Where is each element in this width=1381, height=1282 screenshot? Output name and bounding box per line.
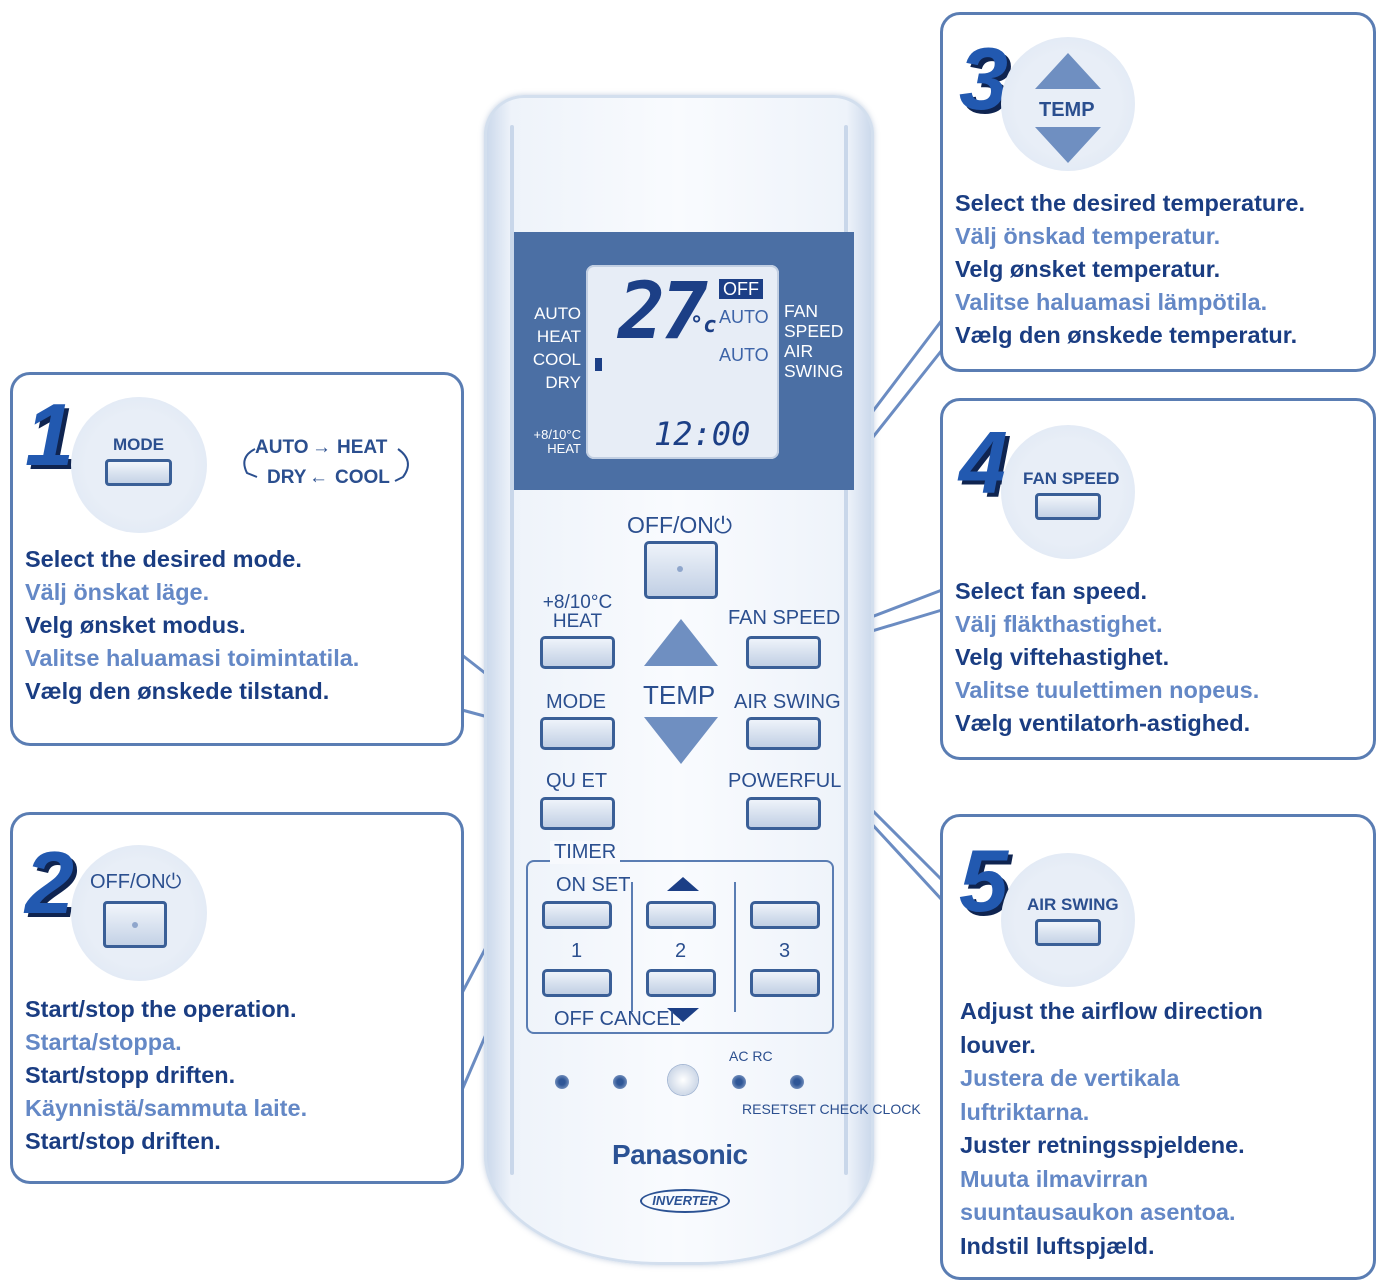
quiet-button[interactable] — [540, 797, 615, 830]
mode-cycle-arrow-1: → — [312, 437, 331, 458]
callout-air-swing: 5 AIR SWING Adjust the airflow direction… — [940, 814, 1376, 1280]
temp-down-button[interactable] — [644, 717, 718, 764]
temp-label: TEMP — [643, 680, 716, 710]
mode-indicator — [595, 358, 602, 371]
sensor-button[interactable] — [668, 1065, 698, 1095]
check-pinhole[interactable] — [732, 1075, 746, 1089]
off-on-button[interactable] — [644, 541, 718, 599]
set-pinhole[interactable] — [613, 1075, 627, 1089]
fan-speed-label: FAN SPEED — [728, 607, 841, 629]
temp-up-icon — [1035, 53, 1101, 89]
timer-on-set-button[interactable] — [542, 901, 612, 929]
timer-1-button[interactable] — [542, 969, 612, 997]
off-badge: OFF — [719, 279, 763, 299]
callout-mode-text: Select the desired mode. Välj önskat läg… — [25, 546, 360, 704]
callout-fan-speed-button-label: FAN SPEED — [1023, 469, 1120, 488]
callout-air-swing-text: Adjust the airflow direction louver. Jus… — [960, 998, 1263, 1259]
mode-heat-label: HEAT — [536, 327, 581, 346]
on-set-label: ON SET — [556, 874, 631, 896]
brand-logo: Panasonic — [612, 1139, 748, 1170]
mode-cool-label: COOL — [532, 350, 581, 369]
mode-cycle-cool: COOL — [335, 467, 390, 488]
mode-label: MODE — [546, 691, 606, 713]
callout-air-swing-button — [1035, 919, 1101, 946]
timer-2-button[interactable] — [646, 969, 716, 997]
mode-auto-label: AUTO — [534, 304, 581, 323]
timer-up-icon[interactable] — [667, 877, 699, 891]
callout-mode-button-label: MODE — [113, 435, 164, 454]
temperature-readout: 27 — [618, 267, 708, 357]
callout-air-swing-button-label: AIR SWING — [1027, 895, 1119, 914]
timer-3-button[interactable] — [750, 969, 820, 997]
mode-cycle-dry: DRY — [267, 467, 307, 488]
callout-fan-speed: 4 FAN SPEED Select fan speed. Välj fläkt… — [940, 398, 1376, 760]
ac-rc-label: AC RC — [729, 1048, 773, 1064]
callout-mode-button — [105, 459, 172, 486]
mode-cycle-arrows-icon — [243, 448, 409, 482]
callout-number-5: 5 — [959, 831, 1008, 930]
callout-temp-text: Select the desired temperature. Välj öns… — [955, 190, 1306, 348]
callout-off-on: 2 OFF/ON⏻ Start/stop the operation. Star… — [10, 812, 464, 1184]
quiet-label: QU ET — [546, 770, 608, 792]
mode-cycle-arrow-2: ← — [309, 467, 328, 488]
clock-pinhole[interactable] — [790, 1075, 804, 1089]
off-on-label: OFF/ON⏻ — [627, 512, 733, 538]
air-swing-label: AIR SWING — [734, 691, 841, 713]
callout-fan-speed-text: Select fan speed. Välj fläkthastighet. V… — [955, 578, 1260, 736]
callout-temp-button-label: TEMP — [1039, 99, 1095, 121]
air-swing-button[interactable] — [746, 717, 821, 750]
timer-3-label: 3 — [779, 940, 791, 962]
callout-fan-speed-button — [1035, 493, 1101, 520]
callout-temp: 3 TEMP Select the desired temperature. V… — [940, 12, 1376, 372]
callout-number-2: 2 — [25, 833, 74, 932]
fan-speed-button[interactable] — [746, 636, 821, 669]
fan-speed-icon-circle — [1001, 425, 1135, 559]
mode-cycle-auto: AUTO — [255, 437, 309, 458]
timer-1-label: 1 — [571, 940, 583, 962]
callout-off-on-button — [103, 901, 167, 948]
callout-number-4: 4 — [959, 413, 1008, 512]
mode-button[interactable] — [540, 717, 615, 750]
callout-off-on-button-label: OFF/ON⏻ — [90, 871, 182, 893]
temp-up-button[interactable] — [644, 619, 718, 666]
swing-auto-indicator: AUTO — [719, 345, 769, 365]
callout-off-on-text: Start/stop the operation. Starta/stoppa.… — [25, 996, 308, 1154]
powerful-label: POWERFUL — [728, 770, 842, 792]
mode-dry-label: DRY — [545, 373, 581, 392]
reset-pinhole[interactable] — [555, 1075, 569, 1089]
powerful-button[interactable] — [746, 797, 821, 830]
fan-auto-indicator: AUTO — [719, 307, 769, 327]
callout-number-3: 3 — [959, 29, 1008, 128]
lcd-screen: 27 °c OFF AUTO AUTO 12:00 — [586, 265, 779, 459]
temp-down-icon — [1035, 127, 1101, 163]
off-cancel-label: OFF CANCEL — [554, 1008, 681, 1030]
bottom-row-label: RESETSET CHECK CLOCK — [742, 1101, 921, 1117]
heat810-button[interactable] — [540, 636, 615, 669]
clock-readout: 12:00 — [654, 415, 751, 453]
inverter-badge: INVERTER — [640, 1189, 730, 1213]
callout-mode: 1 MODE AUTO → HEAT DRY ← COOL Select the… — [10, 372, 464, 746]
timer-up-button[interactable] — [646, 901, 716, 929]
timer-label: TIMER — [550, 841, 621, 864]
temperature-unit: °c — [690, 313, 717, 338]
callout-number-1: 1 — [25, 385, 74, 484]
timer-3-top-button[interactable] — [750, 901, 820, 929]
mode-cycle-heat: HEAT — [337, 437, 388, 458]
timer-2-label: 2 — [675, 940, 687, 962]
